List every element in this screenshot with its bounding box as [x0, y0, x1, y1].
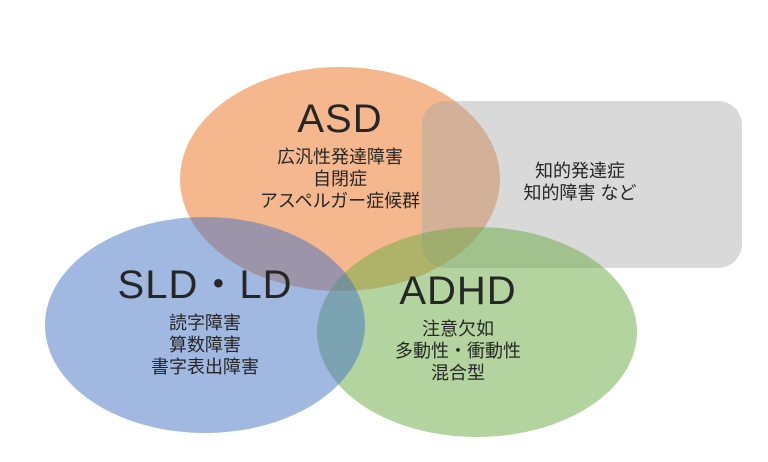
asd-label-group: ASD 広汎性発達障害 自閉症 アスペルガー症候群 — [190, 96, 490, 212]
sld-ld-ellipse — [45, 217, 365, 433]
intellectual-disability-label-group: 知的発達症 知的障害 など — [430, 160, 730, 204]
adhd-ellipse — [317, 227, 637, 437]
asd-item: アスペルガー症候群 — [259, 191, 421, 211]
intellectual-disability-item: 知的障害 など — [523, 183, 637, 203]
sld-ld-label-group: SLD・LD 読字障害 算数障害 書字表出障害 — [55, 262, 355, 378]
sld-ld-items: 読字障害 算数障害 書字表出障害 — [55, 312, 355, 378]
asd-items: 広汎性発達障害 自閉症 アスペルガー症候群 — [190, 146, 490, 212]
adhd-item: 注意欠如 — [422, 319, 494, 339]
asd-item: 広汎性発達障害 — [277, 147, 403, 167]
sld-ld-item: 算数障害 — [169, 335, 241, 355]
sld-ld-item: 読字障害 — [169, 313, 241, 333]
asd-title: ASD — [297, 97, 383, 141]
sld-ld-title: SLD・LD — [117, 263, 293, 307]
intellectual-disability-item: 知的発達症 — [535, 161, 625, 181]
adhd-title: ADHD — [399, 269, 517, 313]
adhd-item: 多動性・衝動性 — [395, 341, 521, 361]
sld-ld-item: 書字表出障害 — [151, 357, 259, 377]
adhd-items: 注意欠如 多動性・衝動性 混合型 — [308, 318, 608, 384]
asd-item: 自閉症 — [313, 169, 367, 189]
adhd-label-group: ADHD 注意欠如 多動性・衝動性 混合型 — [308, 268, 608, 384]
adhd-item: 混合型 — [431, 363, 485, 383]
intellectual-disability-items: 知的発達症 知的障害 など — [430, 160, 730, 204]
